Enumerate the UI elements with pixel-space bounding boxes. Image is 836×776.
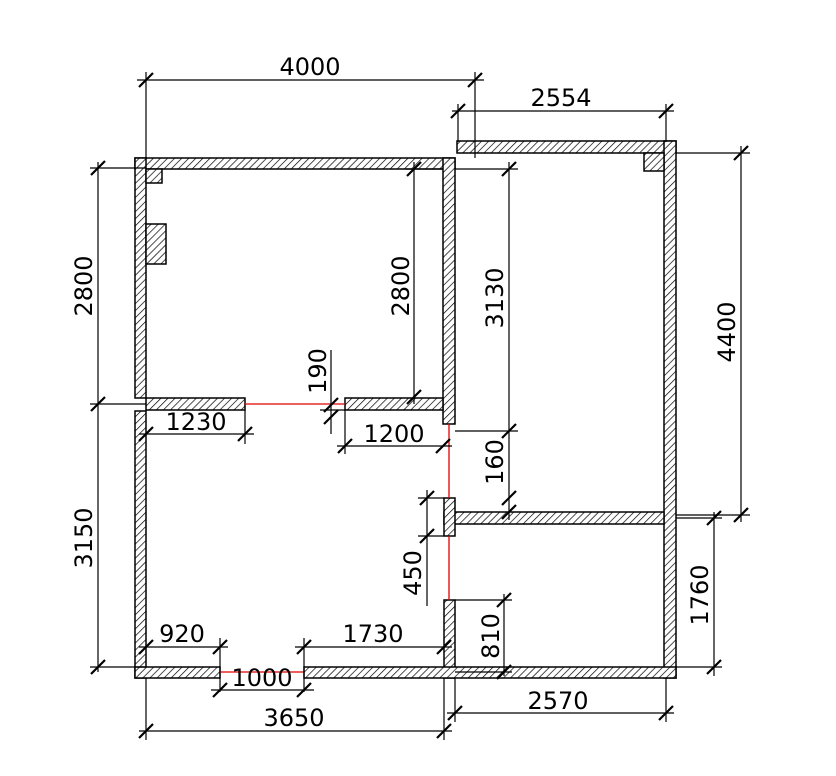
column-top-left: [145, 168, 163, 184]
dim-left-upper-height: 2800: [70, 255, 98, 316]
dim-bottom-width: 3650: [263, 704, 324, 732]
dim-wall-gap: 190: [304, 348, 332, 394]
dim-right-wall-segment: 1200: [363, 420, 424, 448]
wall-center-stub: [443, 497, 456, 537]
dimension-labels: 4000 2554 2800 3150 2800 3130 4400 190 1…: [70, 53, 741, 732]
dim-bottom-left-segment: 920: [159, 620, 205, 648]
dim-left-lower-height: 3150: [70, 507, 98, 568]
wall-center-upper: [442, 157, 456, 425]
wall-top-right: [456, 140, 677, 154]
dim-inner-height: 2800: [387, 255, 415, 316]
dim-center-height: 3130: [481, 267, 509, 328]
dim-lower-right-height: 1760: [686, 564, 714, 625]
column-top-right: [643, 152, 665, 172]
wall-left-lower: [134, 410, 147, 679]
door-openings: [220, 403, 450, 673]
dim-left-wall-segment: 1230: [165, 408, 226, 436]
wall-middle-right: [344, 397, 444, 411]
column-left: [145, 223, 167, 265]
dim-bottom-right-segment: 1730: [342, 620, 403, 648]
wall-left-upper: [134, 157, 147, 399]
wall-right: [663, 140, 677, 679]
dimension-lines: [90, 72, 750, 740]
dim-bottom-right-width: 2570: [527, 687, 588, 715]
wall-top-left: [134, 157, 456, 170]
wall-partition-right: [443, 511, 665, 525]
dim-door-width: 1000: [231, 664, 292, 692]
dim-right-height: 4400: [713, 301, 741, 362]
dim-lower-door-segment: 810: [477, 613, 505, 659]
dim-corridor-gap: 160: [481, 439, 509, 485]
dim-top-width: 4000: [279, 53, 340, 81]
dim-side-wall-segment: 450: [399, 550, 427, 596]
dim-top-right-width: 2554: [530, 84, 591, 112]
wall-bottom-left: [134, 666, 221, 679]
